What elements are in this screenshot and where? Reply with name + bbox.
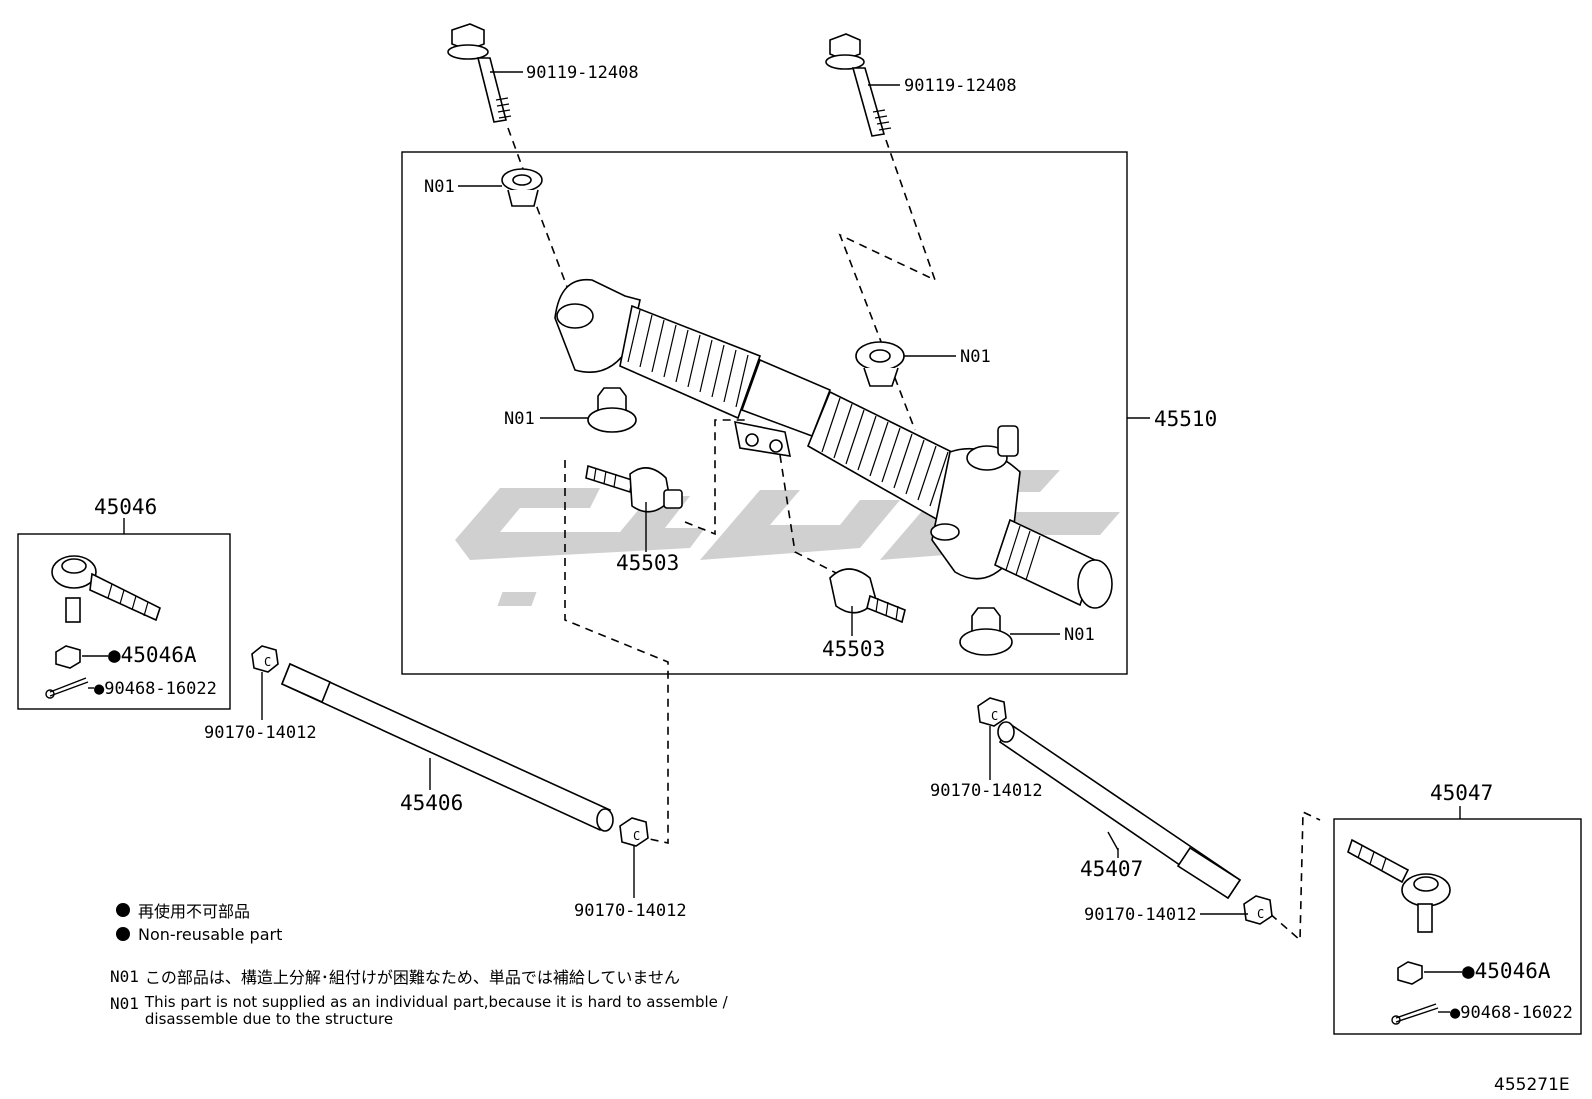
svg-text:C: C xyxy=(991,709,998,723)
tie-rod-end-right-icon xyxy=(1347,838,1451,933)
bolt-left-icon xyxy=(447,23,512,123)
rod-left-icon xyxy=(280,662,614,832)
note-code-2: N01 xyxy=(110,994,139,1013)
label-nut-d: 90170-14012 xyxy=(1084,905,1197,925)
tie-rod-end-right-box xyxy=(1333,818,1582,1035)
legend-row-jp: 再使用不可部品 xyxy=(116,898,282,922)
hex-nut-a-icon: C xyxy=(251,645,279,673)
hex-nut-b-icon: C xyxy=(619,817,649,847)
note-row-en: N01 This part is not supplied as an indi… xyxy=(110,994,728,1028)
rod-left-path xyxy=(564,460,669,844)
tie-rod-end-left-icon xyxy=(51,555,161,623)
label-rod-right: 45407 xyxy=(1080,857,1143,881)
grommet-mid-right-icon xyxy=(855,341,905,387)
label-pin-right: ●90468-16022 xyxy=(1450,1003,1573,1023)
note-en: This part is not supplied as an individu… xyxy=(145,994,728,1028)
svg-text:C: C xyxy=(633,829,640,843)
gear-assembly-box xyxy=(401,151,1128,675)
label-bolt-left: 90119-12408 xyxy=(526,63,639,83)
label-n01-a: N01 xyxy=(424,177,455,197)
label-tie-rod-end-left: 45046 xyxy=(94,495,157,519)
valve-left-path xyxy=(684,419,750,536)
steering-gear-icon xyxy=(554,278,1113,609)
label-nut-right: ●45046A xyxy=(1462,959,1551,983)
label-rod-left: 45406 xyxy=(400,791,463,815)
valve-right-icon xyxy=(829,568,906,624)
nut-left-icon xyxy=(55,645,81,669)
notes: N01 この部品は、構造上分解･組付けが困難なため、単品では補給していません N… xyxy=(110,964,728,1028)
label-gear-assy: 45510 xyxy=(1154,407,1217,431)
label-tie-rod-end-right: 45047 xyxy=(1430,781,1493,805)
grommet-mid-left-icon xyxy=(587,387,637,433)
label-valve-left: 45503 xyxy=(616,551,679,575)
svg-text:C: C xyxy=(264,655,271,669)
leader-lines xyxy=(82,71,1462,1013)
label-bolt-right: 90119-12408 xyxy=(904,76,1017,96)
note-en-line2: disassemble due to the structure xyxy=(144,1010,394,1028)
label-n01-d: N01 xyxy=(1064,625,1095,645)
valve-left-icon xyxy=(585,464,683,513)
label-n01-b: N01 xyxy=(960,347,991,367)
note-code-1: N01 xyxy=(110,966,139,986)
non-reusable-dot-icon xyxy=(116,903,130,917)
label-nut-c: 90170-14012 xyxy=(930,781,1043,801)
grommet-top-left-icon xyxy=(501,168,543,207)
label-valve-right: 45503 xyxy=(822,637,885,661)
hex-nut-c-icon: C xyxy=(977,697,1007,727)
grommet-bottom-right-icon xyxy=(959,607,1013,656)
legend: 再使用不可部品 Non-reusable part xyxy=(116,898,282,946)
hex-nut-d-icon: C xyxy=(1243,895,1273,925)
cotter-pin-left-icon xyxy=(45,677,89,699)
note-en-line1: This part is not supplied as an individu… xyxy=(144,993,728,1011)
label-nut-a: 90170-14012 xyxy=(204,723,317,743)
bolt-left-path xyxy=(507,127,573,301)
rod-right-path xyxy=(1259,810,1321,942)
cotter-pin-right-icon xyxy=(1391,1003,1439,1025)
note-jp: この部品は、構造上分解･組付けが困難なため、単品では補給していません xyxy=(144,968,680,987)
label-n01-c: N01 xyxy=(504,409,535,429)
label-nut-left: ●45046A xyxy=(108,643,197,667)
bolt-right-path xyxy=(838,139,937,431)
nut-right-icon xyxy=(1397,961,1423,985)
note-row-jp: N01 この部品は、構造上分解･組付けが困難なため、単品では補給していません xyxy=(110,964,728,988)
non-reusable-dot-icon xyxy=(116,927,130,941)
valve-right-path xyxy=(779,454,841,576)
label-nut-b: 90170-14012 xyxy=(574,901,687,921)
legend-row-en: Non-reusable part xyxy=(116,922,282,946)
bolt-right-icon xyxy=(825,33,892,137)
rod-right-icon xyxy=(997,721,1242,900)
diagram-id: 455271E xyxy=(1494,1075,1570,1095)
legend-en: Non-reusable part xyxy=(138,924,283,944)
svg-text:C: C xyxy=(1257,907,1264,921)
label-pin-left: ●90468-16022 xyxy=(94,679,217,699)
legend-jp: 再使用不可部品 xyxy=(138,902,251,921)
